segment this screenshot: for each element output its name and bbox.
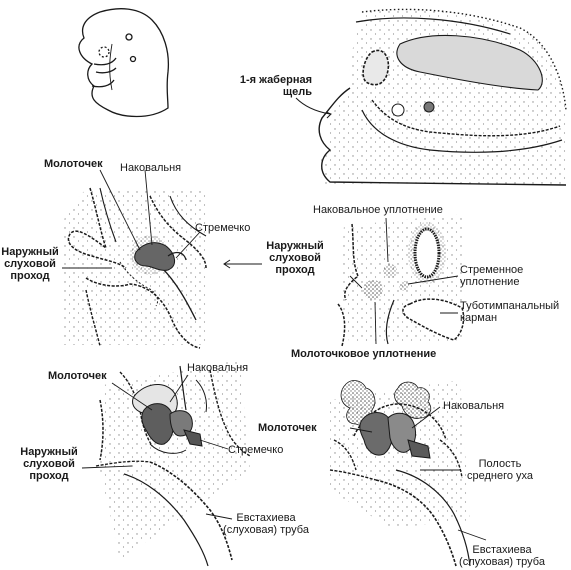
label-incus-later: Наковальня (187, 362, 249, 374)
label-stapes-later: Стремечко (228, 444, 284, 456)
label-external-canal-later-line2: слуховой (23, 458, 75, 470)
condensations-section (337, 214, 465, 347)
mature-ear-leaders (349, 406, 487, 541)
embryo-head-sketch (78, 8, 170, 118)
label-external-canal-later: Наружный слуховой проход (16, 446, 82, 482)
label-incus-early: Наковальня (120, 162, 182, 174)
label-stapes-condensation: Стременное уплотнение (460, 264, 523, 288)
label-external-canal-cond: Наружный слуховой проход (262, 240, 328, 276)
label-eustachian-tube-mature: Евстахиева (слуховая) труба (452, 544, 552, 568)
label-external-canal-early: Наружный слуховой проход (0, 246, 60, 282)
label-tubotympanic-recess-line2: карман (460, 312, 498, 324)
label-eustachian-tube-later: Евстахиева (слуховая) труба (216, 512, 316, 536)
label-tympanic-cavity: Полость среднего уха (460, 458, 540, 482)
transition-arrow (223, 259, 262, 269)
label-stapes-early: Стремечко (195, 222, 251, 234)
label-first-gill-slit: 1-я жаберная щель (228, 74, 312, 98)
gill-slit-section (295, 8, 567, 186)
label-eustachian-tube-mature-line2: (слуховая) труба (459, 556, 545, 568)
label-eustachian-tube-mature-line1: Евстахиева (472, 544, 532, 556)
label-external-canal-cond-line3: проход (275, 264, 315, 276)
label-malleus-early: Молоточек (44, 158, 103, 170)
label-external-canal-later-line3: проход (29, 470, 69, 482)
label-external-canal-early-line2: слуховой (4, 258, 56, 270)
later-middle-ear-section (95, 360, 251, 567)
mature-middle-ear-section (329, 380, 471, 567)
label-external-canal-cond-line2: слуховой (269, 252, 321, 264)
label-tympanic-cavity-line1: Полость (478, 458, 522, 470)
label-malleus-mature: Молоточек (258, 422, 317, 434)
label-tympanic-cavity-line2: среднего уха (466, 470, 534, 482)
label-incus-mature: Наковальня (443, 400, 505, 412)
label-incus-condensation: Наковальное уплотнение (313, 204, 443, 216)
label-malleus-condensation: Молоточковое уплотнение (291, 348, 437, 360)
label-external-canal-early-line1: Наружный (1, 246, 59, 258)
label-first-gill-slit-line1: 1-я жаберная (239, 74, 312, 86)
label-stapes-condensation-line2: уплотнение (460, 276, 520, 288)
label-eustachian-tube-later-line2: (слуховая) труба (223, 524, 309, 536)
early-ear-leaders (62, 169, 201, 269)
label-external-canal-cond-line1: Наружный (266, 240, 324, 252)
early-middle-ear-section (64, 187, 207, 349)
later-ear-leaders (81, 374, 233, 520)
condensations-leaders (349, 217, 459, 345)
label-external-canal-later-line1: Наружный (20, 446, 78, 458)
label-tubotympanic-recess-line1: Туботимпанальный (460, 300, 560, 312)
label-stapes-condensation-line1: Стременное (460, 264, 524, 276)
label-tubotympanic-recess: Туботимпанальный карман (460, 300, 559, 324)
label-malleus-later: Молоточек (48, 370, 107, 382)
label-eustachian-tube-later-line1: Евстахиева (236, 512, 296, 524)
label-first-gill-slit-line2: щель (282, 86, 312, 98)
label-external-canal-early-line3: проход (10, 270, 50, 282)
